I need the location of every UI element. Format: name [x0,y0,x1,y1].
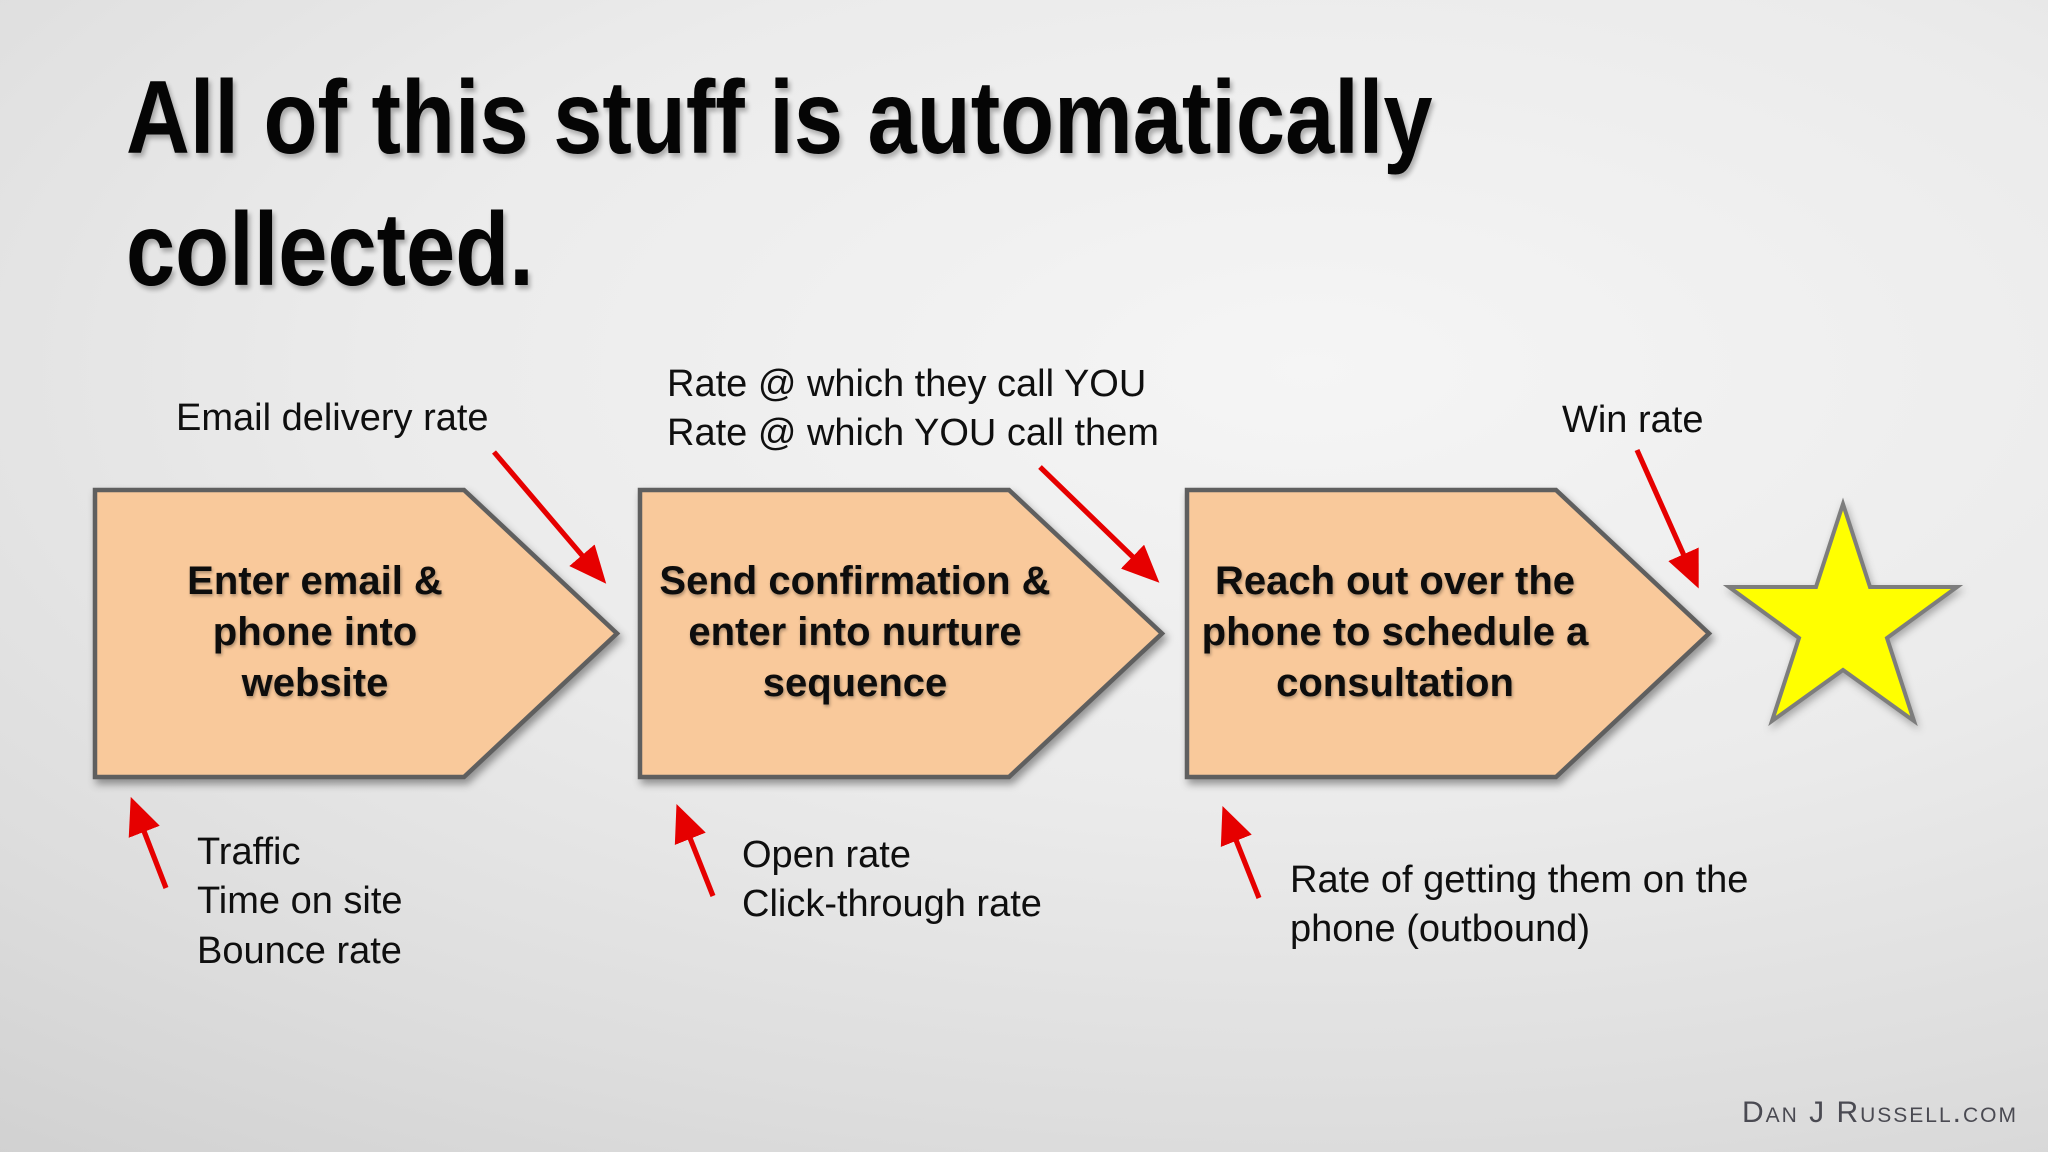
process-step-1-arrow-shape [92,487,621,780]
annotation-site-metrics: Traffic Time on site Bounce rate [197,831,403,972]
annotation-phone-metrics: Rate of getting them on the phone (outbo… [1290,859,1749,951]
process-step-3-label: Reach out over the phone to schedule a c… [1201,559,1589,706]
process-step-3-arrow-shape [1184,487,1713,780]
email-metrics-arrow-icon [674,803,716,897]
process-step-1-label: Enter email & phone into website [187,559,443,706]
win-rate-arrow-icon [1634,448,1699,589]
annotation-arrows [128,448,1699,899]
slide-title: All of this stuff is automatically colle… [126,60,1433,309]
process-step-2-label: Send confirmation & enter into nurture s… [659,559,1051,706]
star-icon [1722,497,1964,727]
annotation-win-rate: Win rate [1562,399,1704,441]
call-rate-arrow-icon [1038,465,1160,583]
annotation-email-metrics: Open rate Click-through rate [742,834,1042,926]
site-metrics-arrow-icon [128,796,169,889]
phone-metrics-arrow-icon [1220,805,1262,899]
annotation-email-delivery-rate: Email delivery rate [176,397,489,439]
watermark: Dan J Russell.com [1741,1096,2018,1129]
process-step-2-arrow-shape [637,487,1166,780]
annotation-call-rates: Rate @ which they call YOU Rate @ which … [667,363,1159,455]
email-delivery-rate-arrow-icon [492,450,607,584]
